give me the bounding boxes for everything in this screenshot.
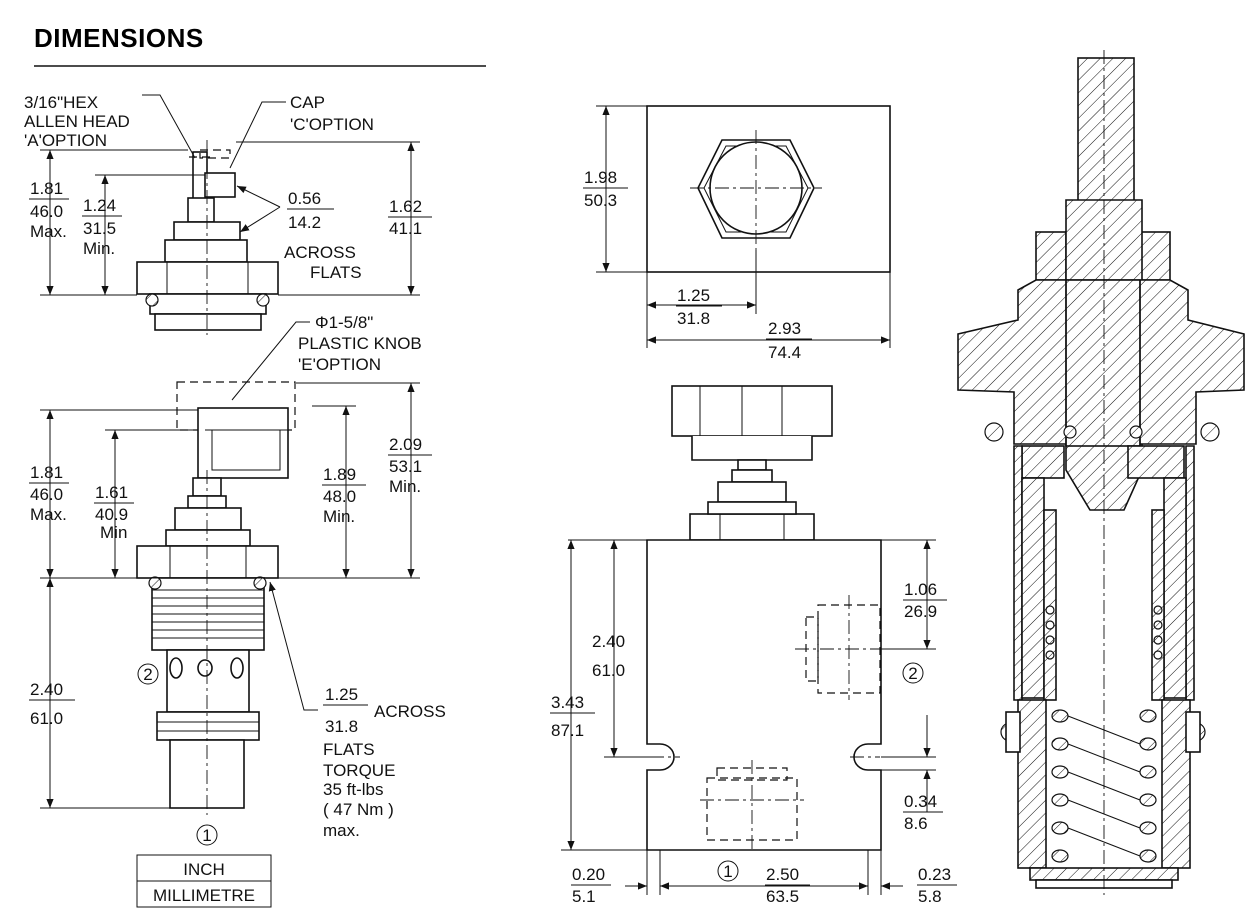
torque-line-2: TORQUE (323, 761, 395, 780)
hex-label-1: 3/16"HEX (24, 93, 98, 112)
top-dim-flats-mm: 14.2 (288, 213, 321, 232)
knob-dim-overall-note: Max. (30, 505, 67, 524)
knob-valve-view (136, 381, 296, 815)
top-dim-overall-inch: 1.81 (30, 179, 63, 198)
block-dim-height-inch: 1.98 (584, 168, 617, 187)
block-dim-total-mm: 87.1 (551, 721, 584, 740)
block-dim-left-off-inch: 0.20 (572, 865, 605, 884)
block-dim-width-front-inch: 2.50 (766, 865, 799, 884)
block-dim-port-inch: 1.06 (904, 580, 937, 599)
block-front-annotations: 1.06 26.9 2 2.40 61.0 3.43 87.1 0.34 8.6 (550, 539, 957, 906)
legend-millimetre: MILLIMETRE (153, 886, 255, 905)
top-dim-overall-note: Max. (30, 222, 67, 241)
hex-label-3: 'A'OPTION (24, 131, 107, 150)
block-dim-height-mm: 50.3 (584, 191, 617, 210)
cross-section-view (957, 50, 1245, 895)
block-port-2: 2 (908, 664, 917, 683)
torque-line-5: max. (323, 821, 360, 840)
cap-label-1: CAP (290, 93, 325, 112)
block-dim-mid-inch: 2.40 (592, 632, 625, 651)
knob-dim-flats-mm: 31.8 (325, 717, 358, 736)
knob-dim-mid-mm: 48.0 (323, 487, 356, 506)
knob-dim-flats-inch: 1.25 (325, 685, 358, 704)
block-dim-mid-mm: 61.0 (592, 661, 625, 680)
block-dim-bottom-inch: 0.34 (904, 792, 937, 811)
knob-dim-body-inch: 2.40 (30, 680, 63, 699)
block-dim-center-mm: 31.8 (677, 309, 710, 328)
page-title: DIMENSIONS (34, 23, 204, 53)
top-dim-right-mm: 41.1 (389, 219, 422, 238)
knob-view-annotations: Φ1-5/8" PLASTIC KNOB 'E'OPTION 1.81 46.0… (29, 313, 446, 908)
knob-label-2: PLASTIC KNOB (298, 334, 422, 353)
block-top-view: 1.98 50.3 1.25 31.8 2.93 74.4 (583, 105, 891, 362)
block-dim-total-inch: 3.43 (551, 693, 584, 712)
knob-dim-min-mm: 40.9 (95, 505, 128, 524)
knob-dim-flats-note: ACROSS (374, 702, 446, 721)
top-view-annotations: 3/16"HEX ALLEN HEAD 'A'OPTION CAP 'C'OPT… (24, 93, 432, 296)
block-dim-width-front-mm: 63.5 (766, 887, 799, 906)
knob-label-1: Φ1-5/8" (315, 313, 373, 332)
torque-line-3: 35 ft-lbs (323, 780, 383, 799)
cap-label-2: 'C'OPTION (290, 115, 374, 134)
block-dim-right-off-inch: 0.23 (918, 865, 951, 884)
block-dim-port-mm: 26.9 (904, 602, 937, 621)
block-port-1: 1 (723, 862, 732, 881)
top-valve-view (136, 140, 279, 335)
knob-dim-right-mm: 53.1 (389, 457, 422, 476)
legend-inch: INCH (183, 860, 225, 879)
knob-dim-mid-inch: 1.89 (323, 465, 356, 484)
knob-label-3: 'E'OPTION (298, 355, 381, 374)
top-dim-min-inch: 1.24 (83, 196, 116, 215)
torque-line-4: ( 47 Nm ) (323, 800, 394, 819)
top-dim-right-inch: 1.62 (389, 197, 422, 216)
knob-dim-min-inch: 1.61 (95, 483, 128, 502)
block-dim-bottom-mm: 8.6 (904, 814, 928, 833)
top-dim-flats-inch: 0.56 (288, 189, 321, 208)
top-dim-min-note: Min. (83, 239, 115, 258)
block-dim-right-off-mm: 5.8 (918, 887, 942, 906)
top-dim-overall-mm: 46.0 (30, 202, 63, 221)
knob-dim-right-inch: 2.09 (389, 435, 422, 454)
top-dim-flats-note2: FLATS (310, 263, 362, 282)
top-dim-min-mm: 31.5 (83, 219, 116, 238)
knob-port-2: 2 (143, 665, 152, 684)
knob-port-1: 1 (202, 826, 211, 845)
block-dim-center-inch: 1.25 (677, 286, 710, 305)
block-dim-left-off-mm: 5.1 (572, 887, 596, 906)
knob-dim-min-note: Min (100, 523, 127, 542)
knob-dim-overall-mm: 46.0 (30, 485, 63, 504)
hex-label-2: ALLEN HEAD (24, 112, 130, 131)
knob-dim-body-mm: 61.0 (30, 709, 63, 728)
knob-dim-mid-note: Min. (323, 507, 355, 526)
torque-line-1: FLATS (323, 740, 375, 759)
knob-dim-right-note: Min. (389, 477, 421, 496)
block-dim-width-inch: 2.93 (768, 319, 801, 338)
block-front-view (646, 385, 882, 851)
top-dim-flats-note1: ACROSS (284, 243, 356, 262)
block-dim-width-mm: 74.4 (768, 343, 801, 362)
knob-dim-overall-inch: 1.81 (30, 463, 63, 482)
